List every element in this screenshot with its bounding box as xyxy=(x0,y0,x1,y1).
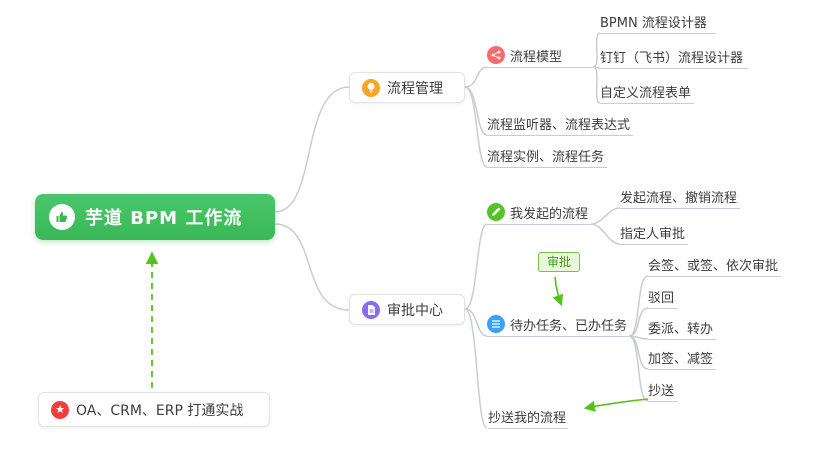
node-label: 会签、或签、依次审批 xyxy=(648,258,779,274)
node-label: 流程模型 xyxy=(510,49,563,65)
node-bpmn-designer: BPMN 流程设计器 xyxy=(600,12,716,34)
node-label: 流程管理 xyxy=(387,80,443,97)
node-dingtalk-designer: 钉钉（飞书）流程设计器 xyxy=(600,47,748,69)
node-label: 抄送 xyxy=(648,383,675,399)
node-initiate-cancel: 发起流程、撤销流程 xyxy=(620,187,740,209)
node-label: BPMN 流程设计器 xyxy=(600,15,707,31)
list-icon xyxy=(487,315,505,333)
node-custom-form: 自定义流程表单 xyxy=(600,82,694,104)
thumbs-up-icon xyxy=(49,204,75,230)
node-add-reduce-sign: 加签、减签 xyxy=(648,348,716,370)
node-label: 发起流程、撤销流程 xyxy=(620,190,738,206)
node-label: 加签、减签 xyxy=(648,351,714,367)
node-process-model: 流程模型 xyxy=(487,46,593,68)
document-icon xyxy=(362,300,380,319)
node-label: 待办任务、已办任务 xyxy=(510,318,628,334)
node-my-initiated: 我发起的流程 xyxy=(487,203,591,225)
node-listener-expression: 流程监听器、流程表达式 xyxy=(487,114,633,136)
approval-tag: 审批 xyxy=(538,252,581,272)
node-process-management: 流程管理 xyxy=(349,72,465,103)
tag-to-tasks-arrow xyxy=(552,276,564,307)
pencil-icon xyxy=(487,203,505,221)
node-countersign: 会签、或签、依次审批 xyxy=(648,255,781,277)
node-practice: ★ OA、CRM、ERP 打通实战 xyxy=(38,392,270,427)
node-label: 我发起的流程 xyxy=(510,206,589,222)
node-reject: 驳回 xyxy=(648,287,678,309)
node-label: 钉钉（飞书）流程设计器 xyxy=(600,50,744,66)
root-node: 芋道 BPM 工作流 xyxy=(35,194,275,240)
lightbulb-icon xyxy=(362,78,380,97)
node-todo-done-tasks: 待办任务、已办任务 xyxy=(487,315,629,337)
node-label: 审批中心 xyxy=(387,302,443,319)
cc-to-ccmy-arrow xyxy=(583,398,649,412)
node-label: 流程监听器、流程表达式 xyxy=(487,117,631,133)
node-delegate-transfer: 委派、转办 xyxy=(648,318,716,340)
tag-label: 审批 xyxy=(547,255,572,269)
node-label: 抄送我的流程 xyxy=(488,410,567,426)
node-label: 委派、转办 xyxy=(648,321,714,337)
node-approval-center: 审批中心 xyxy=(349,294,465,325)
node-label: OA、CRM、ERP 打通实战 xyxy=(76,402,244,419)
node-label: 指定人审批 xyxy=(620,226,686,242)
root-node-label: 芋道 BPM 工作流 xyxy=(85,208,243,229)
node-label: 流程实例、流程任务 xyxy=(487,149,605,165)
star-glyph: ★ xyxy=(55,403,65,416)
node-label: 驳回 xyxy=(648,290,675,306)
star-icon: ★ xyxy=(51,400,69,419)
node-cc-my-process: 抄送我的流程 xyxy=(488,407,568,429)
share-nodes-icon xyxy=(487,46,505,64)
node-cc: 抄送 xyxy=(648,380,678,402)
node-assignee-approval: 指定人审批 xyxy=(620,223,688,245)
node-instance-task: 流程实例、流程任务 xyxy=(487,146,607,168)
node-label: 自定义流程表单 xyxy=(600,85,692,101)
